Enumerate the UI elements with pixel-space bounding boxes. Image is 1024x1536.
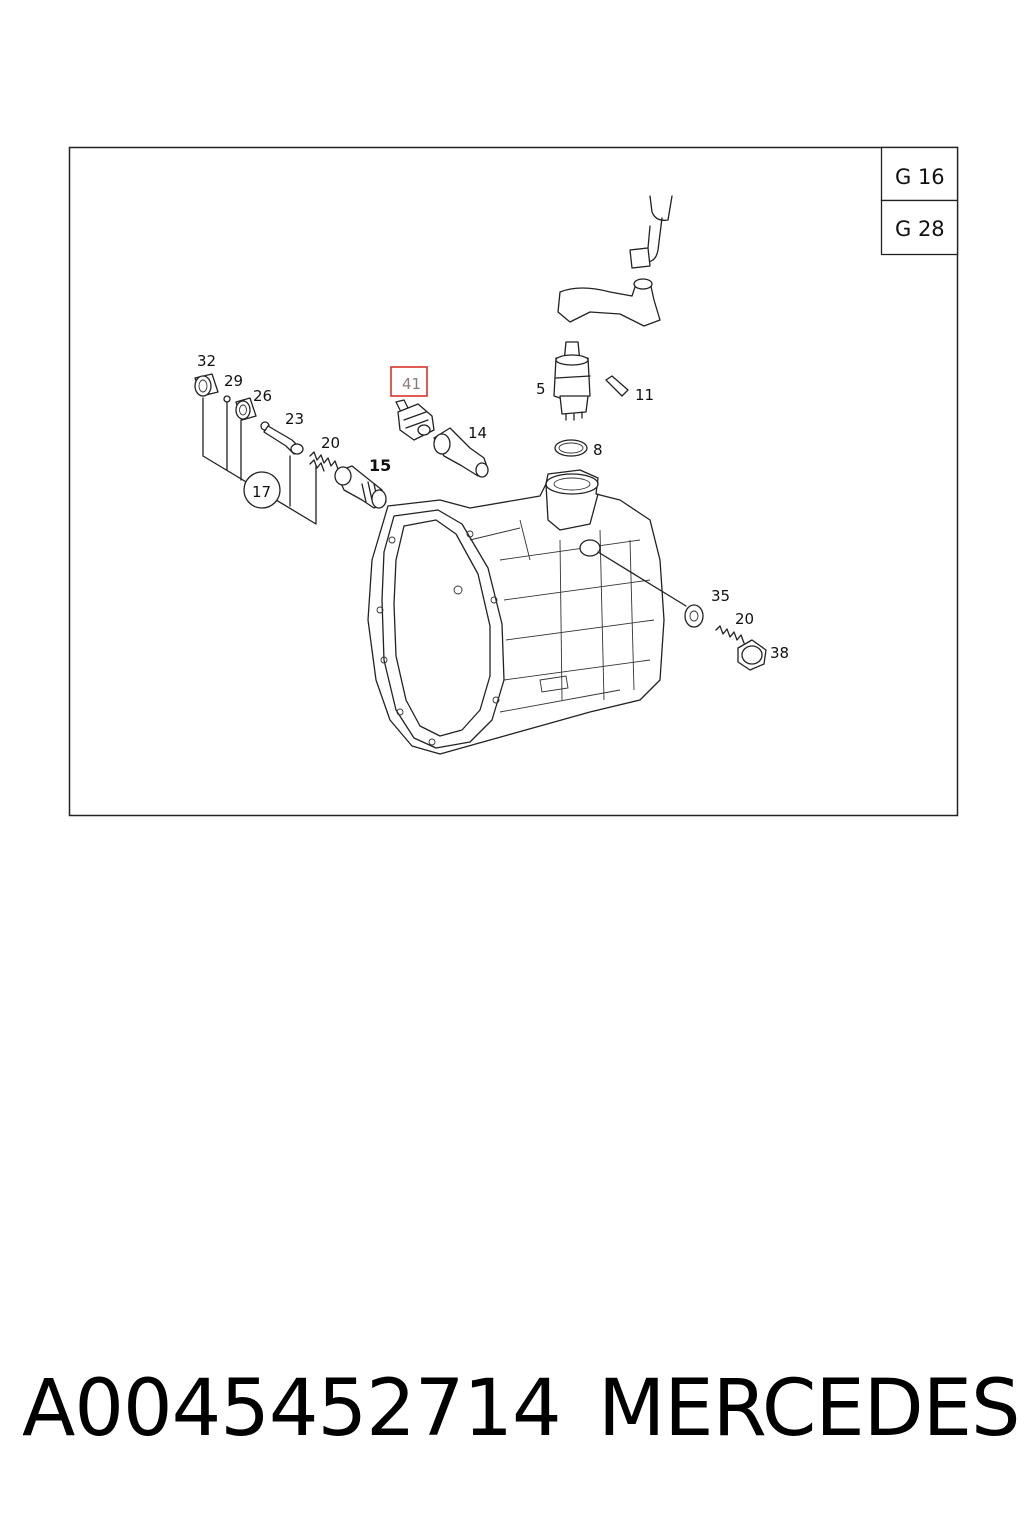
ref-code-g28[interactable]: G 28 — [895, 217, 945, 241]
diagram-frame — [68, 146, 959, 817]
part-5-sensor — [553, 341, 591, 421]
highlight-box-41 — [390, 366, 428, 397]
ref-code-g16[interactable]: G 16 — [895, 165, 945, 189]
part-8-oring-inner — [558, 442, 584, 454]
brand-name: MERCEDES — [598, 1364, 1020, 1454]
callout-5[interactable]: 5 — [536, 380, 546, 398]
part-38-plug — [737, 639, 767, 671]
callout-11[interactable]: 11 — [635, 386, 654, 404]
part-26-seal — [235, 397, 257, 421]
leader-line-35 — [597, 551, 687, 607]
callout-35[interactable]: 35 — [711, 587, 730, 605]
part-20b-spring — [715, 625, 745, 644]
part-35-seal — [684, 604, 704, 628]
part-32-bushing — [194, 373, 219, 397]
callout-labels: 32 29 26 23 20 15 17 41 14 5 11 8 35 20 … — [197, 352, 789, 662]
callout-17-circle — [243, 471, 281, 509]
callout-20a[interactable]: 20 — [321, 434, 340, 452]
part-29-ring — [223, 395, 231, 403]
part-15-bolt — [334, 465, 387, 509]
callout-26[interactable]: 26 — [253, 387, 272, 405]
callout-15[interactable]: 15 — [369, 456, 391, 475]
callout-8[interactable]: 8 — [593, 441, 603, 459]
part-14-shaft — [433, 427, 489, 478]
shift-linkage-drawing — [557, 195, 673, 327]
transmission-housing — [367, 469, 665, 755]
callout-29[interactable]: 29 — [224, 372, 243, 390]
part-20-spring — [309, 451, 339, 472]
callout-23[interactable]: 23 — [285, 410, 304, 428]
callout-32[interactable]: 32 — [197, 352, 216, 370]
part-23-pin — [260, 421, 304, 455]
part-8-oring — [554, 439, 588, 457]
part-41-switch — [395, 399, 435, 441]
part-number: A0045452714 — [22, 1364, 562, 1454]
callout-20b[interactable]: 20 — [735, 610, 754, 628]
callout-17[interactable]: 17 — [252, 483, 271, 501]
callout-14[interactable]: 14 — [468, 424, 487, 442]
callout-38[interactable]: 38 — [770, 644, 789, 662]
part-11-pin — [605, 375, 629, 397]
reference-code-table: G 16 G 28 — [880, 146, 959, 256]
callout-41[interactable]: 41 — [402, 375, 421, 393]
